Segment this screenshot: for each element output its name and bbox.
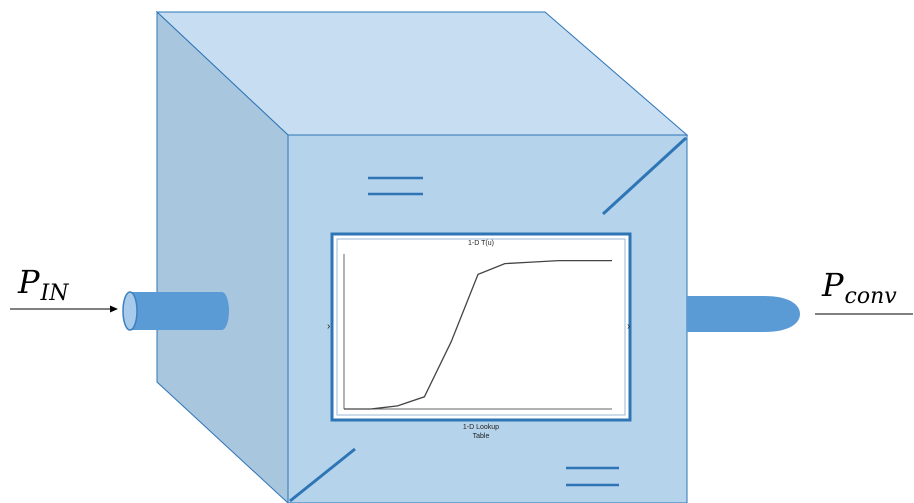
input-arrow: [10, 305, 118, 313]
input-label-subscript: IN: [40, 281, 70, 306]
output-label-subscript: conv: [845, 284, 898, 309]
equals-marker-top: [368, 176, 423, 196]
input-pipe: [122, 291, 229, 331]
output-label-symbol: P: [821, 266, 844, 304]
output-pipe: [687, 296, 800, 332]
lookup-input-port-icon: ›: [327, 321, 330, 332]
lookup-block-inner-frame: [336, 238, 626, 416]
lookup-block-title: 1-D T(u): [468, 240, 494, 247]
lookup-block-caption-line1: 1-D Lookup: [463, 424, 499, 431]
input-label: PIN: [17, 263, 69, 306]
input-arrowhead-icon: [110, 305, 118, 313]
input-pipe-opening: [122, 291, 138, 331]
lookup-table-block[interactable]: 1-D T(u) › › 1-D Lookup Table: [327, 232, 632, 440]
input-label-symbol: P: [17, 263, 40, 301]
lookup-output-port-icon: ›: [627, 321, 630, 332]
cube-left-face: [156, 10, 289, 503]
front-corner-accent-top-right: [601, 136, 688, 216]
lookup-block-frame: [330, 232, 632, 422]
front-corner-accent-bottom-left: [289, 447, 356, 503]
lookup-curve: [344, 259, 612, 410]
equals-marker-bottom: [566, 466, 619, 487]
lookup-block-caption-line2: Table: [473, 433, 490, 440]
output-label: Pconv: [821, 266, 897, 309]
